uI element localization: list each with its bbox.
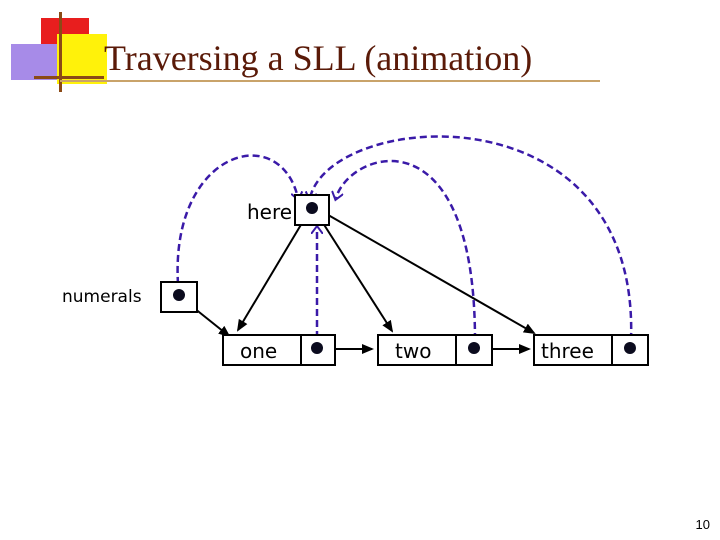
here-to-one-arrow [238,208,311,330]
node-three-value: three [541,339,594,363]
numerals-pointer-dot [173,289,185,301]
here-label: here [247,200,292,224]
node-three-next-dot [624,342,636,354]
animation-arrow-from-three [310,136,631,340]
numerals-label: numerals [62,285,142,309]
here-to-two-arrow [314,209,392,331]
node-one-next-dot [311,342,323,354]
animation-arrow-from-two [336,161,475,340]
here-pointer-dot [306,202,318,214]
node-two-value: two [395,339,431,363]
page-number: 10 [696,517,710,532]
node-two-next-dot [468,342,480,354]
node-one-value: one [240,339,277,363]
here-to-three-arrow [316,208,534,333]
